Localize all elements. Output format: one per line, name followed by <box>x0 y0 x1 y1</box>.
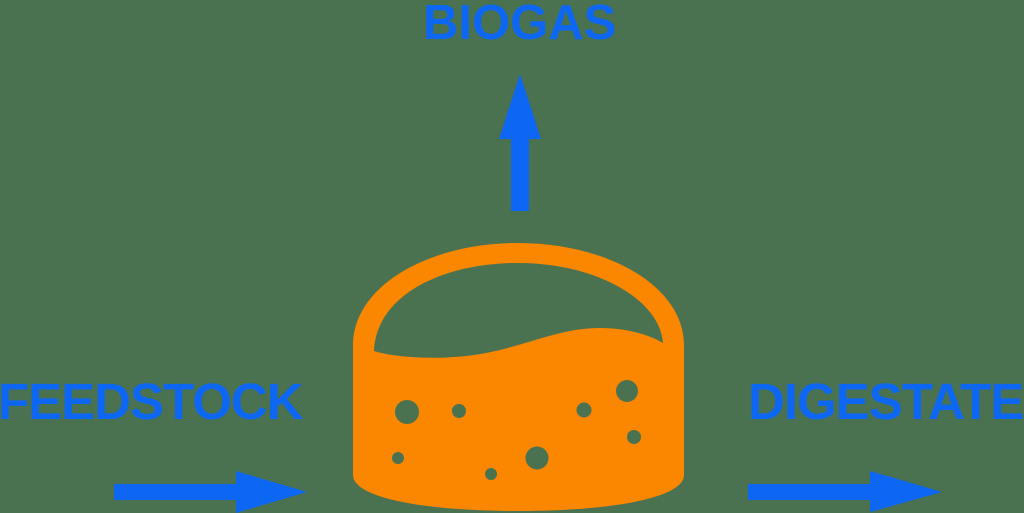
biogas-up-arrow-icon <box>499 74 541 211</box>
digester-tank-icon <box>353 243 684 511</box>
feedstock-right-arrow-icon <box>114 471 307 513</box>
biogas-label: BIOGAS <box>423 0 617 50</box>
digestate-right-arrow-icon <box>748 471 942 512</box>
digestate-label: DIGESTATE <box>748 373 1024 430</box>
feedstock-label: FEEDSTOCK <box>0 373 304 430</box>
